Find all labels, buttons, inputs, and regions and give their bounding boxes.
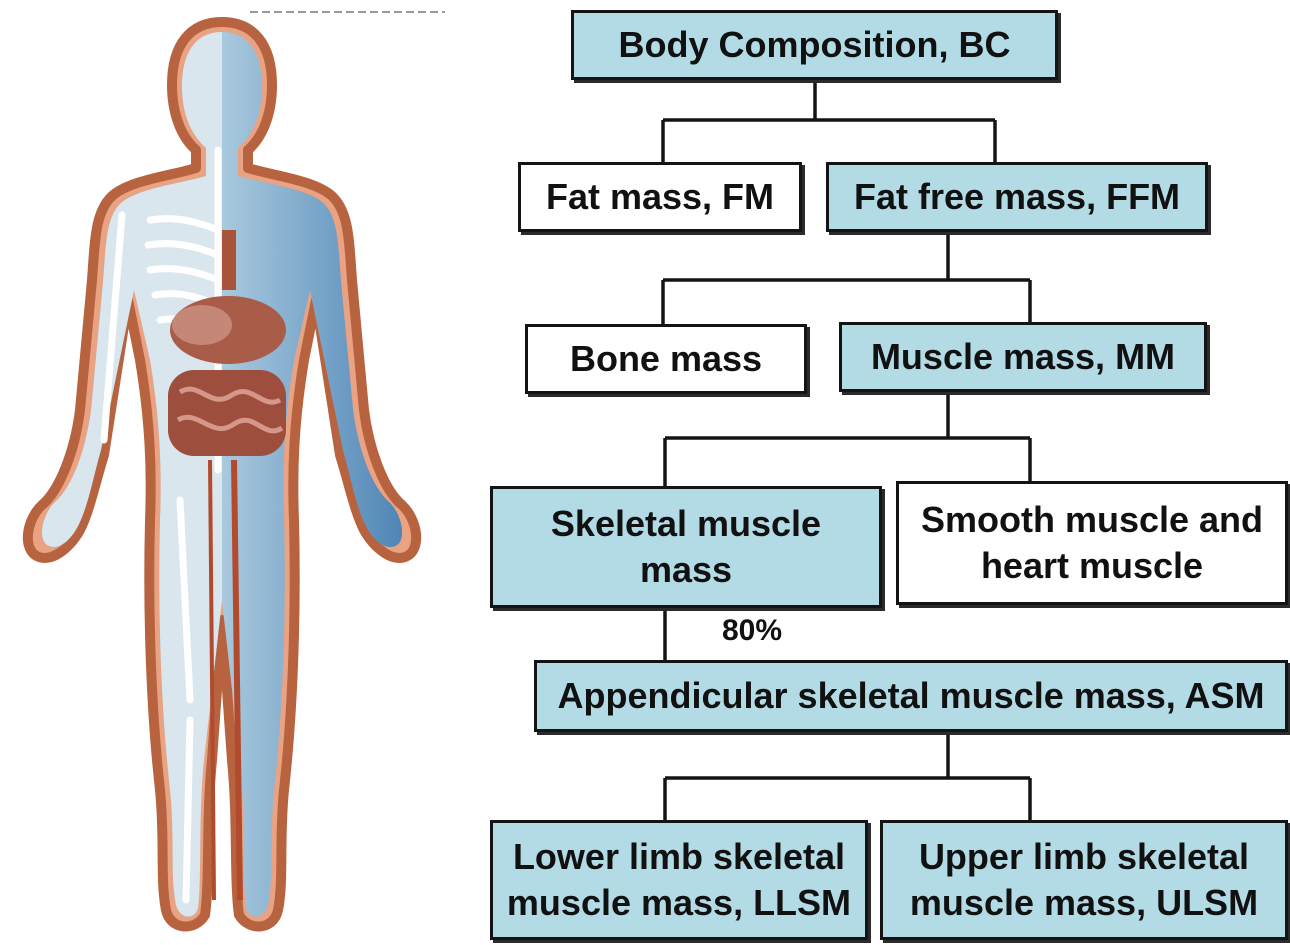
skeletal-muscle-mass-label: Skeletal muscle mass bbox=[549, 501, 823, 593]
body-composition-node: Body Composition, BC bbox=[571, 10, 1058, 80]
asm-label: Appendicular skeletal muscle mass, ASM bbox=[558, 673, 1265, 719]
fat-mass-label: Fat mass, FM bbox=[546, 174, 774, 220]
human-body-anatomy-icon bbox=[0, 0, 460, 945]
ulsm-node: Upper limb skeletal muscle mass, ULSM bbox=[880, 820, 1288, 940]
fat-mass-node: Fat mass, FM bbox=[518, 162, 802, 232]
smooth-heart-muscle-node: Smooth muscle and heart muscle bbox=[896, 481, 1288, 605]
fat-free-mass-node: Fat free mass, FFM bbox=[826, 162, 1208, 232]
bone-mass-node: Bone mass bbox=[525, 324, 807, 394]
llsm-label: Lower limb skeletal muscle mass, LLSM bbox=[503, 834, 855, 926]
smooth-heart-muscle-label: Smooth muscle and heart muscle bbox=[913, 497, 1271, 589]
ulsm-label: Upper limb skeletal muscle mass, ULSM bbox=[905, 834, 1263, 926]
llsm-node: Lower limb skeletal muscle mass, LLSM bbox=[490, 820, 868, 940]
body-composition-label: Body Composition, BC bbox=[619, 22, 1011, 68]
bone-mass-label: Bone mass bbox=[570, 336, 762, 382]
percentage-label: 80% bbox=[722, 614, 782, 648]
skeletal-muscle-mass-node: Skeletal muscle mass bbox=[490, 486, 882, 608]
asm-node: Appendicular skeletal muscle mass, ASM bbox=[534, 660, 1288, 732]
muscle-mass-label: Muscle mass, MM bbox=[871, 334, 1175, 380]
muscle-mass-node: Muscle mass, MM bbox=[839, 322, 1207, 392]
fat-free-mass-label: Fat free mass, FFM bbox=[854, 174, 1180, 220]
